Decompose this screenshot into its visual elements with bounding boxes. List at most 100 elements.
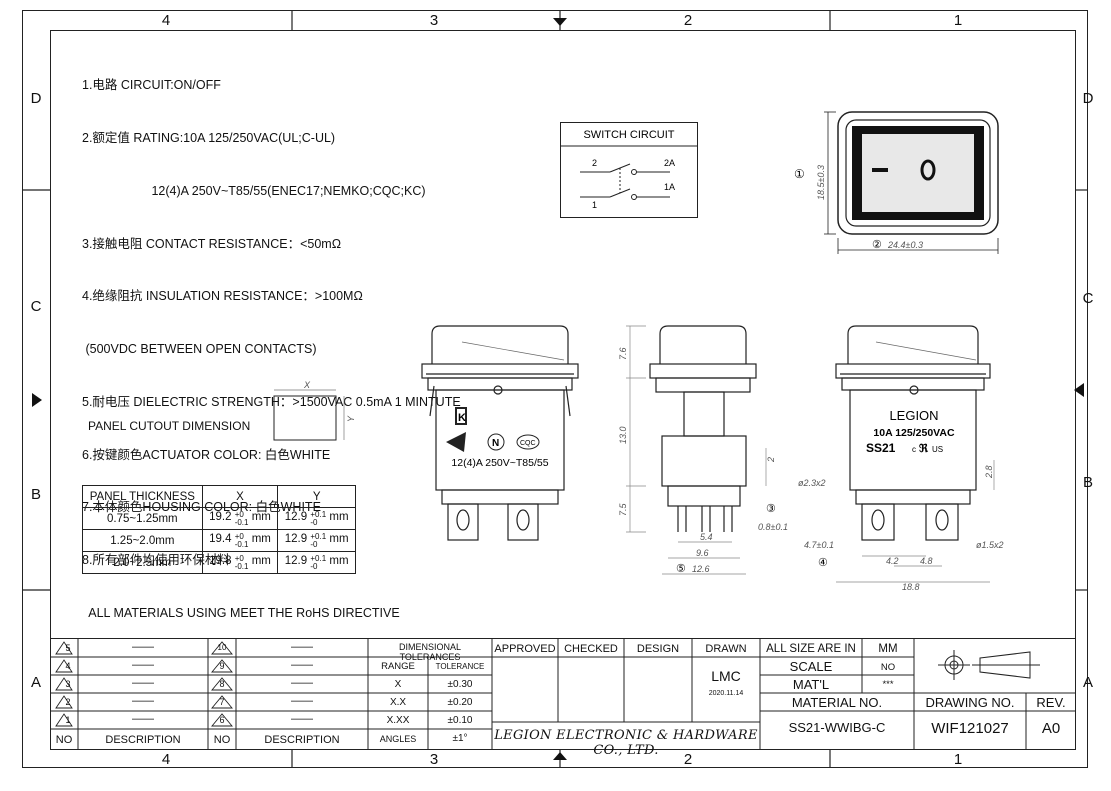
zone-label: 2 (683, 751, 693, 768)
center-mark-bottom (553, 752, 567, 760)
rev-no: 7 (219, 697, 225, 707)
zone-label: 1 (953, 12, 963, 29)
spec-line: 3.接触电阻 CONTACT RESISTANCE：<50mΩ (82, 236, 342, 251)
center-mark-top (553, 18, 567, 26)
panel-cutout-label: PANEL CUTOUT DIMENSION (88, 419, 251, 433)
no-header: NO (55, 734, 73, 746)
spec-line: 6.按键颜色ACTUATOR COLOR: 白色WHITE (82, 447, 331, 462)
back-rating: 10A 125/250VAC (873, 427, 955, 439)
dimension-width: 24.4±0.3 (887, 240, 923, 250)
rev-no: 10 (217, 643, 227, 652)
switch-circuit-title: SWITCH CIRCUIT (583, 129, 674, 141)
company-name: LEGION ELECTRONIC & HARDWARE CO., LTD. (494, 728, 758, 758)
dimension-marker: ③ (766, 503, 776, 515)
drawing-border (22, 10, 1088, 768)
side-view-drawing: 7.6 13.0 7.5 2 5.4 9.6 ⑤ 12.6 ③ 0.8±0.1 (618, 325, 788, 575)
cutout-y: Y (346, 415, 356, 422)
dimension-marker: ② (872, 239, 882, 251)
zone-label: B (1082, 474, 1093, 491)
tol-range: X.XX (386, 715, 410, 726)
material-label: MAT'L (792, 677, 830, 692)
pin-label: 1A (664, 182, 675, 192)
rev-no: 3 (65, 679, 71, 689)
dimension-marker: ① (794, 167, 805, 181)
dimension-marker: ④ (818, 557, 828, 569)
rev-no: 6 (219, 715, 225, 725)
pin-label: 2 (592, 158, 597, 168)
table-row: 1.25~2.0mm 19.4 +0-0.1 mm 12.9 +0.1-0 mm (82, 529, 356, 552)
tol-value: TOLERANCE (435, 662, 485, 671)
dim-4-7: 4.7±0.1 (804, 540, 834, 550)
dimension-height: 18.5±0.3 (816, 165, 826, 200)
rev-desc: —— (132, 713, 154, 725)
zone-label: A (1082, 674, 1093, 691)
panel-cutout-figure: X Y (273, 380, 356, 441)
zone-label: D (30, 90, 42, 107)
title-block (50, 638, 1076, 750)
zone-label: 1 (953, 751, 963, 768)
approved-label: APPROVED (494, 643, 556, 655)
top-view-drawing: ① 18.5±0.3 ② 24.4±0.3 (794, 111, 999, 254)
rev-desc: —— (132, 695, 154, 707)
spec-line: (500VDC BETWEEN OPEN CONTACTS) (82, 342, 317, 357)
tol-value: ±0.30 (447, 679, 473, 690)
center-mark-right (1074, 383, 1084, 397)
rev-no: 4 (65, 661, 71, 671)
rev-desc: —— (291, 677, 313, 689)
back-view-drawing: LEGION 10A 125/250VAC SS21 c ℜ US ø2.3x2… (798, 325, 1004, 592)
drawing-no-label: DRAWING NO. (925, 695, 1015, 710)
dim-7-6: 7.6 (618, 347, 628, 360)
dimension-marker: ⑤ (676, 563, 686, 575)
pin-label: 1 (592, 200, 597, 210)
dim-dia-2-3: ø2.3x2 (798, 478, 826, 488)
design-label: DESIGN (636, 643, 680, 655)
spec-line: 4.绝缘阻抗 INSULATION RESISTANCE：>100MΩ (82, 289, 363, 304)
back-model: SS21 (866, 441, 896, 455)
zone-label: C (30, 298, 42, 315)
tol-range: ANGLES (379, 734, 417, 744)
rev-desc: —— (132, 677, 154, 689)
panel-thickness-table: PANEL THICKNESS X Y 0.75~1.25mm 19.2 +0-… (82, 485, 356, 574)
dim-18-8: 18.8 (902, 582, 920, 592)
ul-c: c (912, 445, 916, 454)
tol-range: RANGE (381, 661, 415, 672)
dim-4-8: 4.8 (920, 556, 933, 566)
zone-label: 2 (683, 12, 693, 29)
rev-desc: —— (291, 641, 313, 653)
tol-range: X (394, 679, 402, 690)
pin-label: 2A (664, 158, 675, 168)
table-header: PANEL THICKNESS (82, 485, 203, 508)
rev-no: 2 (65, 697, 71, 707)
zone-label: 3 (429, 12, 439, 29)
front-view-drawing: K N CQC 12(4)A 250V~T85/55 (421, 325, 579, 541)
dim-2-8: 2.8 (984, 465, 994, 479)
dim-5-4: 5.4 (700, 532, 713, 542)
table-row: 2.0~2.5mm 19.8 +0-0.1 mm 12.9 +0.1-0 mm (82, 551, 356, 574)
rev-no: 1 (65, 715, 71, 725)
scale-value: NO (880, 662, 896, 673)
dim-dia-1-5: ø1.5x2 (976, 540, 1004, 550)
rev-desc: —— (291, 695, 313, 707)
zone-label: 4 (161, 751, 171, 768)
center-mark-left (32, 393, 42, 407)
on-symbol (920, 159, 936, 181)
scale-label: SCALE (789, 659, 833, 674)
spec-line: ALL MATERIALS USING MEET THE RoHS DIRECT… (82, 606, 400, 620)
tol-value: ±0.20 (447, 697, 473, 708)
off-symbol (872, 168, 888, 172)
tolerances-title: DIMENSIONAL TOLERANCES (398, 642, 461, 662)
checked-label: CHECKED (564, 643, 618, 655)
rev-label: REV. (1036, 695, 1066, 710)
table-header: Y (277, 485, 356, 508)
table-row: 0.75~1.25mm 19.2 +0-0.1 mm 12.9 +0.1-0 m… (82, 507, 356, 530)
tol-value: ±0.10 (447, 715, 473, 726)
zone-label: 4 (161, 12, 171, 29)
table-header: X (201, 485, 279, 508)
projection-symbol (938, 650, 1040, 680)
material-value: *** (882, 679, 894, 690)
ul-us: US (932, 445, 943, 454)
dim-0-8: 0.8±0.1 (758, 522, 788, 532)
rev-no: 9 (219, 661, 225, 671)
spec-line: 1.电路 CIRCUIT:ON/OFF (82, 78, 221, 93)
